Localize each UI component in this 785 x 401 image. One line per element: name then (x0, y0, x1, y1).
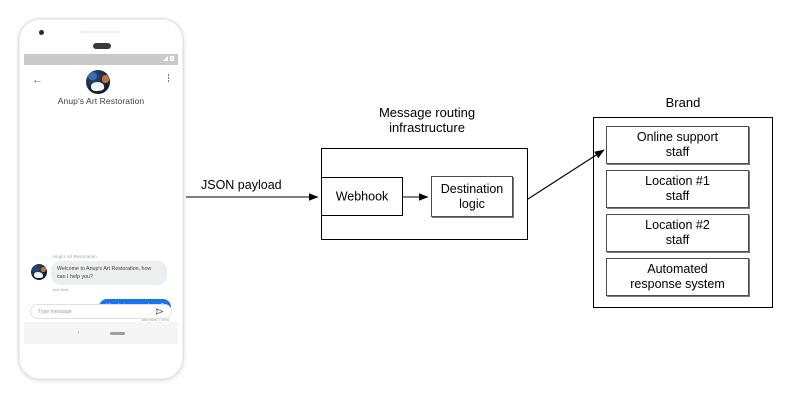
webhook-box[interactable]: Webhook (321, 177, 403, 216)
recipient-location-2-staff[interactable]: Location #2 staff (606, 214, 749, 252)
infrastructure-title: Message routing infrastructure (378, 105, 476, 136)
status-bar-icons (163, 56, 174, 61)
status-bar (24, 54, 178, 65)
incoming-message-row: Welcome to Anup's Art Restoration, how c… (31, 261, 171, 286)
phone-antenna-line (81, 31, 121, 33)
recipient-label: Location #2 staff (645, 218, 710, 247)
signal-icon (163, 56, 168, 61)
recipient-label: Online support staff (636, 130, 719, 159)
conversation-area: Anup's Art Restoration Welcome to Anup's… (24, 117, 178, 344)
recipient-label: Location #1 staff (645, 174, 710, 203)
recipient-automated-response-system[interactable]: Automated response system (606, 258, 749, 296)
destination-logic-label: Destination logic (440, 181, 504, 211)
nav-back-icon[interactable]: ‹ (77, 330, 80, 336)
android-nav-bar: ‹ (24, 322, 178, 344)
phone-mockup: ← Anup's Art Restoration Anup's Art Rest… (18, 18, 184, 380)
avatar (31, 264, 47, 280)
chat-app-bar: ← Anup's Art Restoration (24, 65, 178, 117)
battery-icon (170, 56, 174, 61)
page-title: Anup's Art Restoration (57, 96, 145, 106)
message-sender-label: Anup's Art Restoration (52, 254, 97, 259)
send-icon[interactable] (155, 307, 164, 316)
back-arrow-icon[interactable]: ← (32, 74, 43, 86)
kebab-menu-icon[interactable] (167, 74, 169, 82)
phone-screen: ← Anup's Art Restoration Anup's Art Rest… (24, 54, 178, 344)
front-camera-icon (39, 30, 44, 35)
webhook-label: Webhook (335, 189, 389, 203)
recipient-online-support-staff[interactable]: Online support staff (606, 126, 749, 164)
brand-title: Brand (665, 95, 701, 110)
outgoing-message-timestamp: Just Now • Sent (140, 317, 169, 323)
json-payload-label: JSON payload (201, 178, 282, 192)
message-input[interactable]: Type message (38, 308, 72, 315)
brand-avatar (86, 70, 110, 94)
message-composer[interactable]: Type message (30, 304, 172, 319)
incoming-message-timestamp: Just Now (52, 287, 69, 293)
recipient-location-1-staff[interactable]: Location #1 staff (606, 170, 749, 208)
destination-logic-box[interactable]: Destination logic (431, 176, 513, 217)
nav-home-pill[interactable] (109, 331, 125, 335)
earpiece-speaker-icon (93, 43, 111, 49)
incoming-message-bubble: Welcome to Anup's Art Restoration, how c… (51, 261, 167, 286)
recipient-label: Automated response system (630, 262, 725, 291)
